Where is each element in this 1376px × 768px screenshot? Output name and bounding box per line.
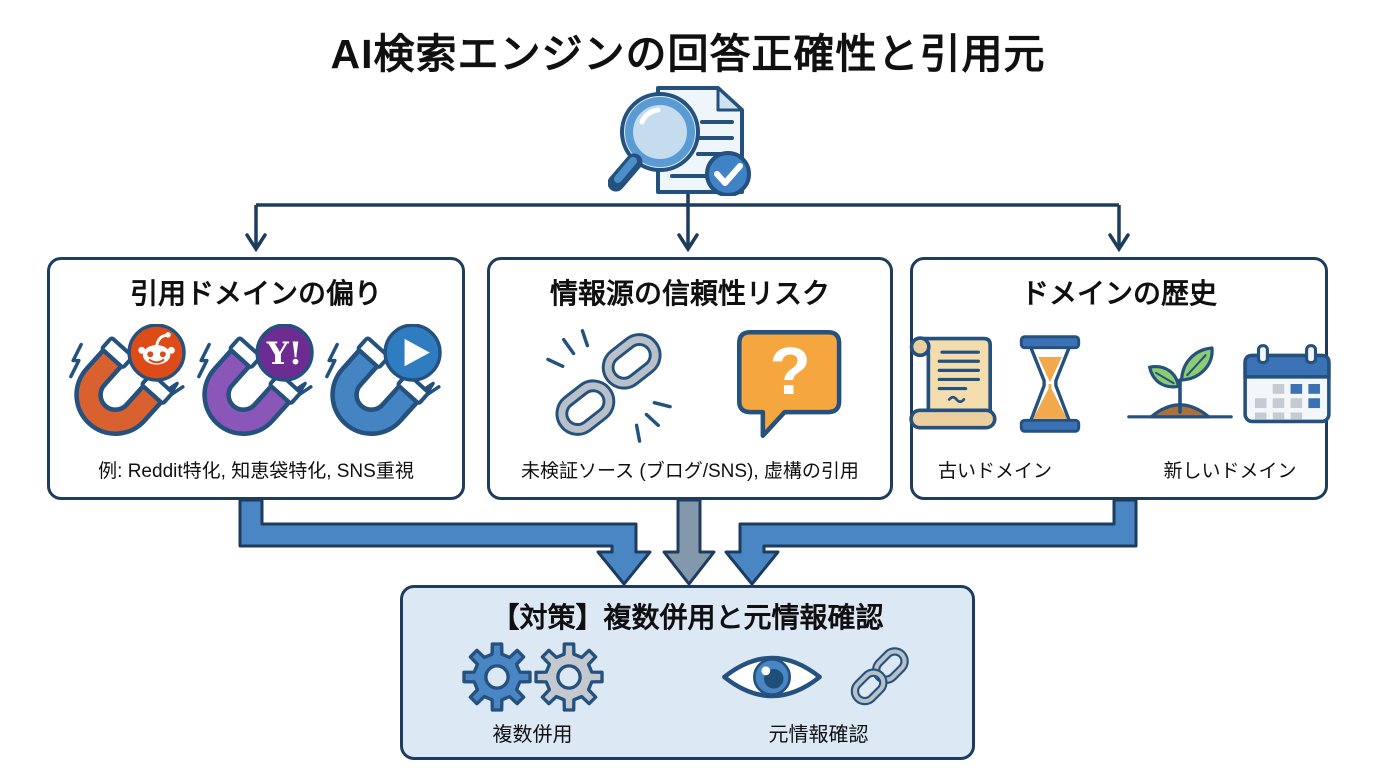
history-groups: 古いドメイン [902, 312, 1336, 497]
gear-gray-icon [533, 642, 604, 712]
countermeasure-groups: 複数併用 [457, 636, 919, 757]
scroll-icon [909, 336, 997, 430]
old-domain-group: 古いドメイン [902, 312, 1088, 497]
panel-citation-domain-bias: 引用ドメインの偏り [47, 257, 465, 500]
multi-engine-label: 複数併用 [492, 724, 573, 746]
broken-chain-icon [546, 329, 672, 443]
hourglass-icon [1019, 335, 1081, 433]
arrowhead-center [677, 233, 699, 253]
arrowhead-right [1108, 233, 1130, 253]
gear-blue-icon [461, 642, 532, 712]
sprout-icon [1127, 346, 1233, 419]
panel-caption: 未検証ソース (ブログ/SNS), 虚構の引用 [521, 461, 859, 482]
panel-source-reliability-risk: 情報源の信頼性リスク [487, 257, 893, 500]
yahoo-badge [255, 324, 314, 382]
document-search-check-icon [608, 86, 751, 196]
calendar-grid [1254, 384, 1320, 420]
break-sparks [546, 329, 672, 443]
eye-icon [721, 655, 822, 699]
panel-countermeasures: 【対策】複数併用と元情報確認 複数併用 [400, 585, 975, 760]
verify-source-label: 元情報確認 [768, 724, 869, 746]
thick-arrow-right [724, 498, 1138, 586]
multi-engine-group: 複数併用 [457, 636, 609, 757]
new-domain-label: 新しいドメイン [1163, 461, 1297, 482]
new-domain-icons [1124, 312, 1336, 456]
arrowhead-left [245, 233, 267, 253]
panel-title: 引用ドメインの偏り [129, 278, 382, 309]
thick-converge-arrows [238, 498, 1138, 586]
verify-source-icons [719, 636, 919, 718]
thin-connector-lines [245, 191, 1130, 253]
page-title: AI検索エンジンの回答正確性と引用元 [330, 31, 1046, 77]
reddit-magnet-icon [69, 324, 186, 436]
yahoo-magnet-icon: Y! [197, 324, 314, 436]
panel-title: 情報源の信頼性リスク [549, 278, 830, 309]
panel-title: ドメインの歴史 [1020, 278, 1217, 309]
question-mark-glyph: ? [770, 334, 811, 409]
chain-link-icon [850, 647, 909, 706]
verify-source-group: 元情報確認 [719, 636, 919, 757]
play-triangle-icon [404, 338, 430, 367]
panel-domain-history: ドメインの歴史 [909, 257, 1331, 500]
video-magnet-icon [325, 324, 442, 436]
thick-arrow-center [662, 498, 716, 586]
question-bubble-icon: ? [736, 329, 842, 439]
panel-caption: 例: Reddit特化, 知恵袋特化, SNS重視 [98, 461, 414, 482]
risk-icons-row: ? [530, 312, 850, 456]
spark-bolt-icon [69, 342, 83, 379]
panel-title: 【対策】複数併用と元情報確認 [491, 602, 884, 633]
gears-icons [457, 636, 609, 718]
old-domain-icons [902, 312, 1088, 456]
calendar-icon [1243, 344, 1331, 424]
old-domain-label: 古いドメイン [937, 461, 1052, 482]
new-domain-group: 新しいドメイン [1124, 312, 1336, 497]
thick-arrow-left [238, 498, 652, 586]
spark-bolt-icon [325, 342, 339, 379]
magnet-icons-row: Y! [64, 312, 448, 456]
spark-bolt-icon [197, 342, 211, 379]
yahoo-badge-label: Y! [266, 336, 303, 372]
